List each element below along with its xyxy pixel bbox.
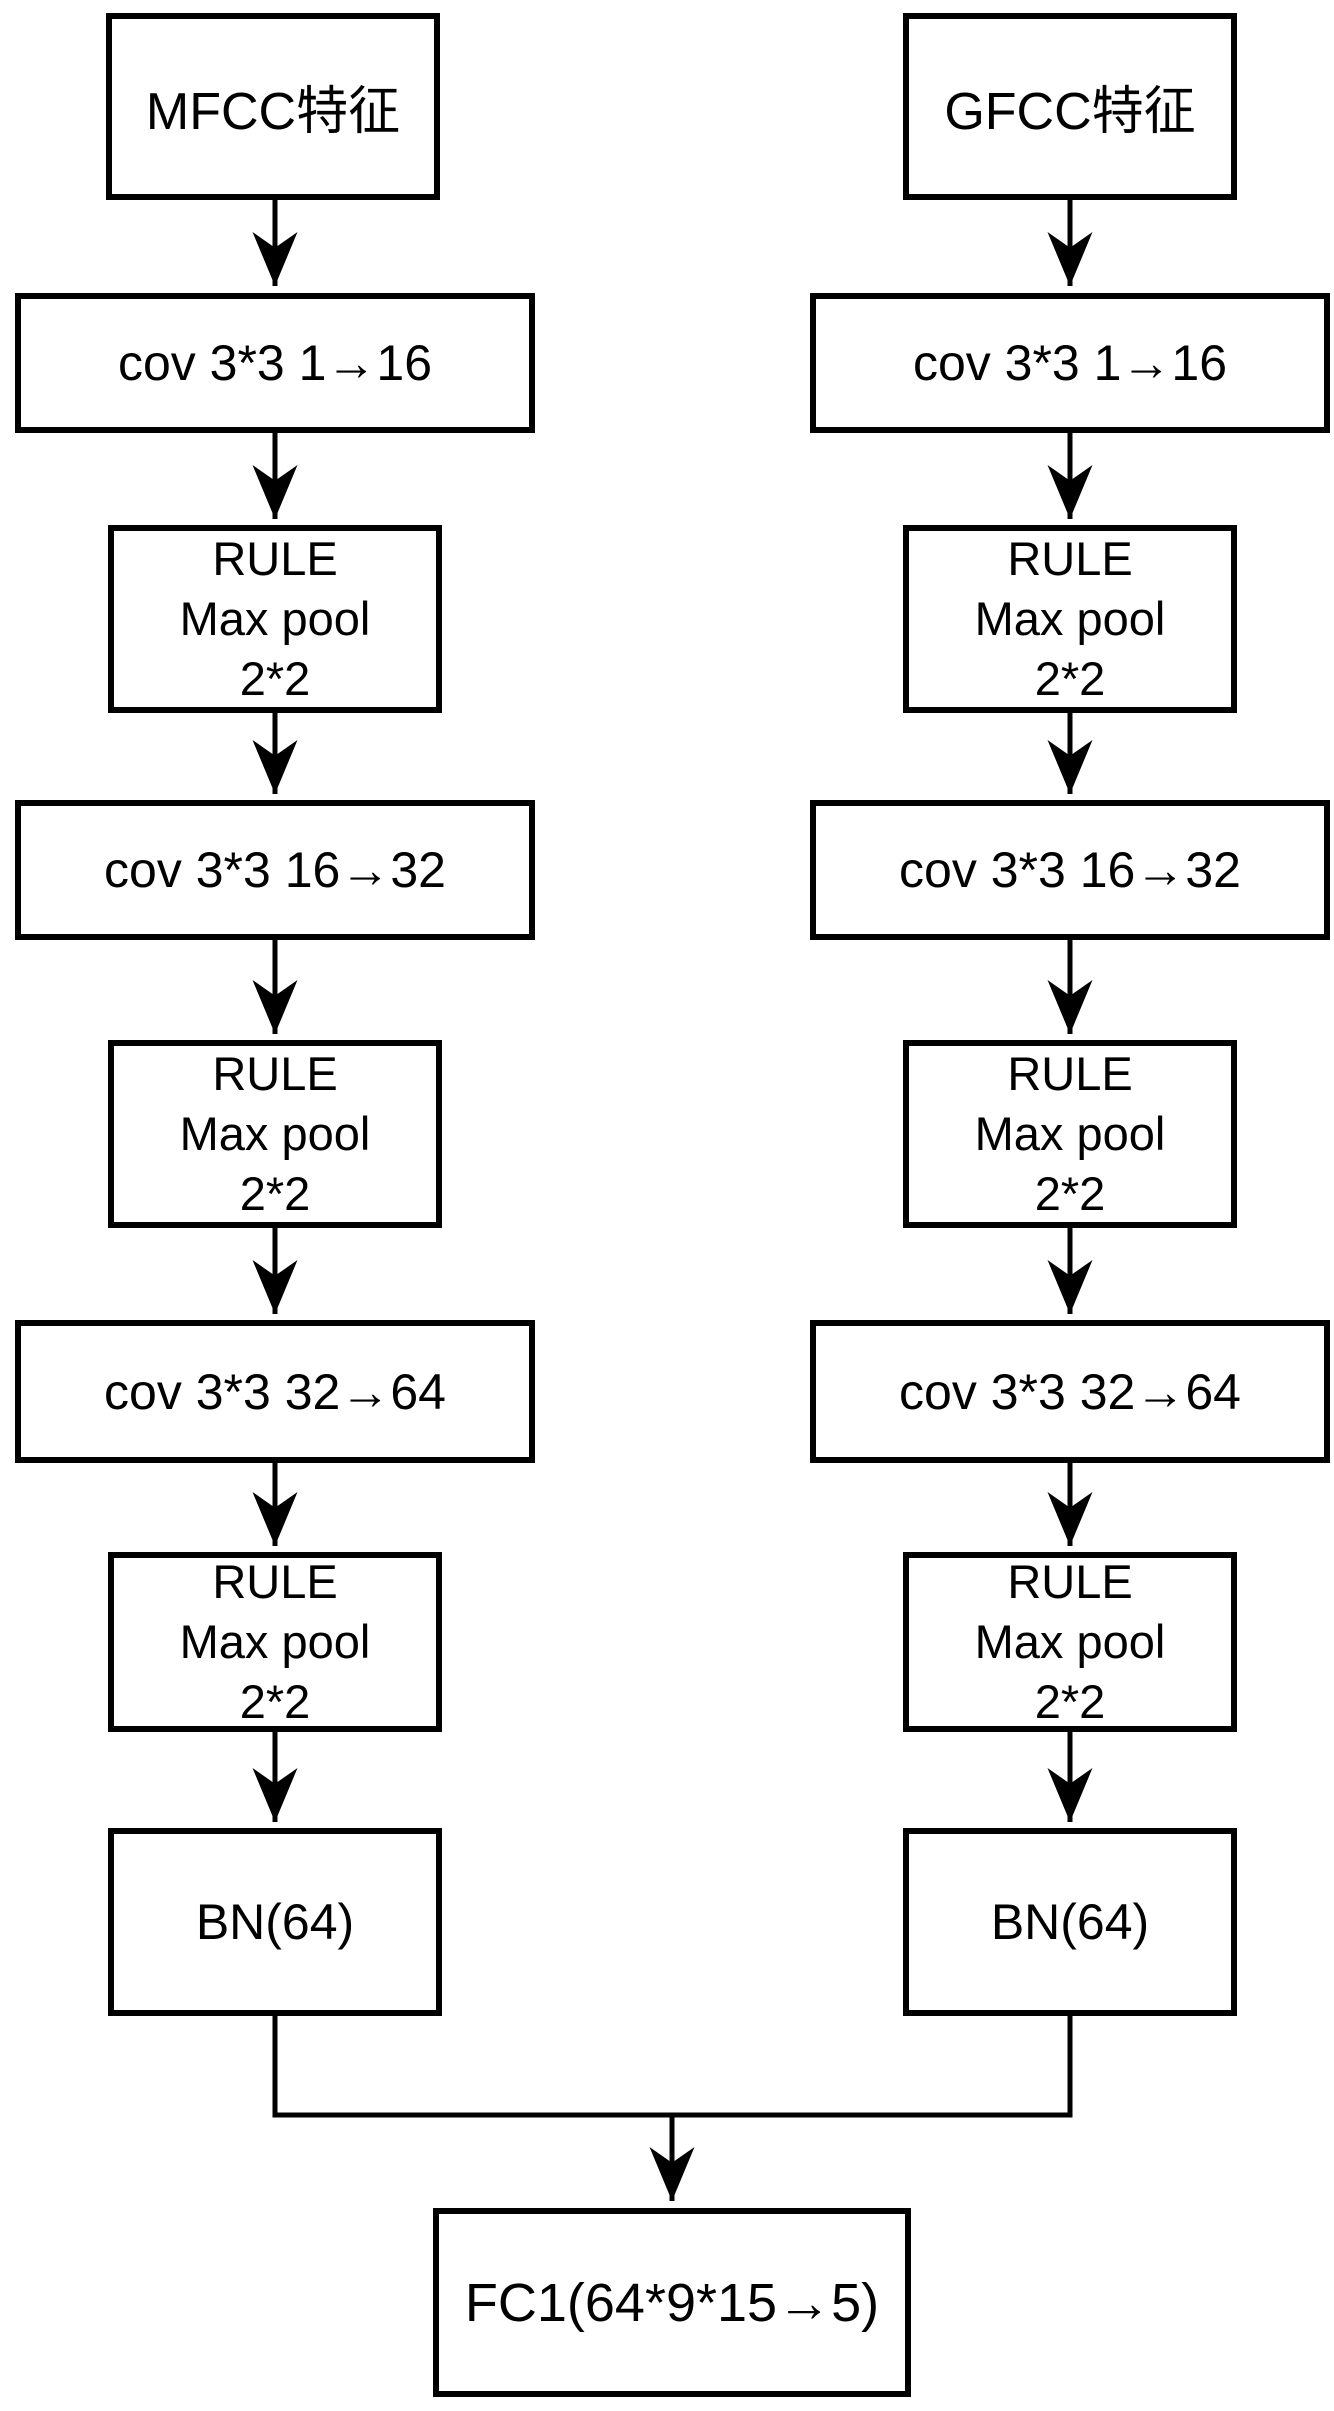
node-label-line: 2*2 <box>239 1167 311 1220</box>
node-label: cov 3*3 32→64 <box>899 1363 1241 1420</box>
node-right-pool2: RULE Max pool 2*2 <box>903 1040 1237 1228</box>
node-label-line: Max pool <box>179 1615 371 1668</box>
node-label: BN(64) <box>195 1894 355 1950</box>
node-label: MFCC特征 <box>145 83 401 141</box>
node-label-line: RULE <box>212 1047 338 1100</box>
node-label-line: 2*2 <box>1034 652 1106 705</box>
node-label-line: 2*2 <box>239 652 311 705</box>
node-right-conv3: cov 3*3 32→64 <box>810 1320 1330 1463</box>
connector-merge <box>272 2016 1073 2118</box>
node-label-line: 2*2 <box>1034 1167 1106 1220</box>
node-left-conv1: cov 3*3 1→16 <box>15 293 535 433</box>
node-label-line: RULE <box>212 532 338 585</box>
node-right-pool3: RULE Max pool 2*2 <box>903 1552 1237 1732</box>
node-left-pool2: RULE Max pool 2*2 <box>108 1040 442 1228</box>
node-left-bn: BN(64) <box>108 1828 442 2016</box>
node-gfcc-input: GFCC特征 <box>903 13 1237 200</box>
node-label-line: RULE <box>212 1555 338 1608</box>
node-right-conv2: cov 3*3 16→32 <box>810 800 1330 940</box>
node-fc1-output: FC1(64*9*15→5) <box>433 2208 911 2397</box>
node-label: FC1(64*9*15→5) <box>464 2272 880 2333</box>
node-label: cov 3*3 1→16 <box>117 335 433 391</box>
node-label-line: Max pool <box>179 592 371 645</box>
node-left-pool3: RULE Max pool 2*2 <box>108 1552 442 1732</box>
node-label-line: RULE <box>1007 1555 1133 1608</box>
node-label-line: Max pool <box>179 1107 371 1160</box>
node-label-line: Max pool <box>974 592 1166 645</box>
node-label-line: Max pool <box>974 1107 1166 1160</box>
node-label-line: Max pool <box>974 1615 1166 1668</box>
node-label-line: 2*2 <box>1034 1675 1106 1728</box>
node-label: cov 3*3 16→32 <box>104 842 446 898</box>
node-label-line: RULE <box>1007 532 1133 585</box>
node-right-conv1: cov 3*3 1→16 <box>810 293 1330 433</box>
node-label-line: RULE <box>1007 1047 1133 1100</box>
node-label: cov 3*3 32→64 <box>104 1363 446 1420</box>
node-right-bn: BN(64) <box>903 1828 1237 2016</box>
node-right-pool1: RULE Max pool 2*2 <box>903 525 1237 713</box>
node-label-line: 2*2 <box>239 1675 311 1728</box>
node-label: cov 3*3 1→16 <box>912 335 1228 391</box>
node-mfcc-input: MFCC特征 <box>106 13 440 200</box>
node-left-pool1: RULE Max pool 2*2 <box>108 525 442 713</box>
node-left-conv3: cov 3*3 32→64 <box>15 1320 535 1463</box>
node-label: GFCC特征 <box>944 83 1196 141</box>
node-label: cov 3*3 16→32 <box>899 842 1241 898</box>
node-label: BN(64) <box>990 1894 1150 1950</box>
node-left-conv2: cov 3*3 16→32 <box>15 800 535 940</box>
